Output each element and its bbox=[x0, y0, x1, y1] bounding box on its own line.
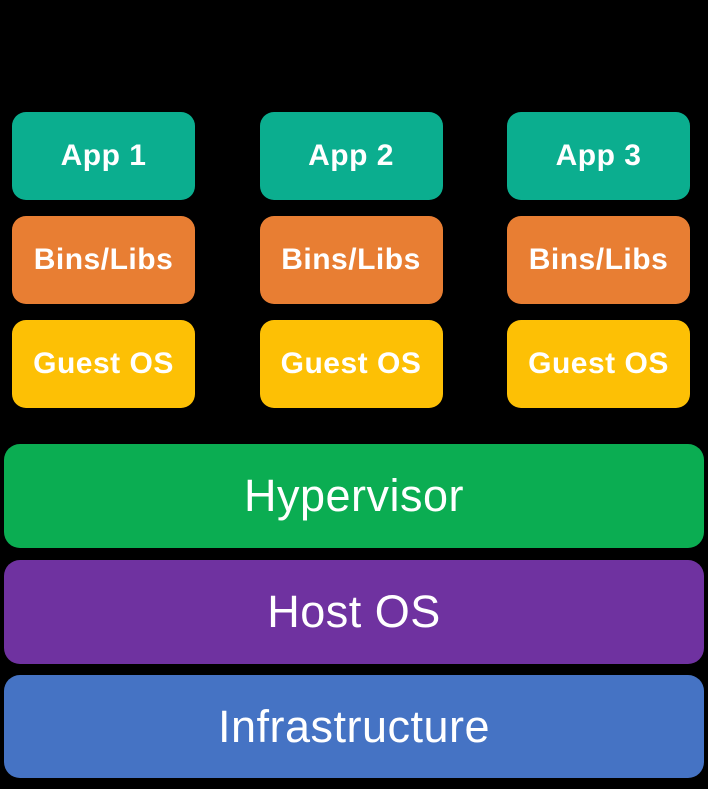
app-3-box: App 3 bbox=[507, 112, 690, 200]
guest-os-box-2: Guest OS bbox=[259, 320, 443, 408]
infrastructure-layer: Infrastructure bbox=[4, 675, 704, 778]
host-os-layer: Host OS bbox=[4, 560, 704, 664]
bins-libs-box-2: Bins/Libs bbox=[259, 216, 443, 304]
guest-os-box-1: Guest OS bbox=[12, 320, 195, 408]
hypervisor-layer: Hypervisor bbox=[4, 444, 704, 548]
app-1-box: App 1 bbox=[12, 112, 195, 200]
vm-stacks: App 1 Bins/Libs Guest OS App 2 Bins/Libs… bbox=[12, 112, 690, 408]
vm-stack-1: App 1 Bins/Libs Guest OS bbox=[12, 112, 195, 408]
bins-libs-box-3: Bins/Libs bbox=[507, 216, 690, 304]
guest-os-box-3: Guest OS bbox=[507, 320, 690, 408]
bins-libs-box-1: Bins/Libs bbox=[12, 216, 195, 304]
vm-stack-2: App 2 Bins/Libs Guest OS bbox=[259, 112, 443, 408]
vm-stack-3: App 3 Bins/Libs Guest OS bbox=[507, 112, 690, 408]
app-2-box: App 2 bbox=[259, 112, 443, 200]
